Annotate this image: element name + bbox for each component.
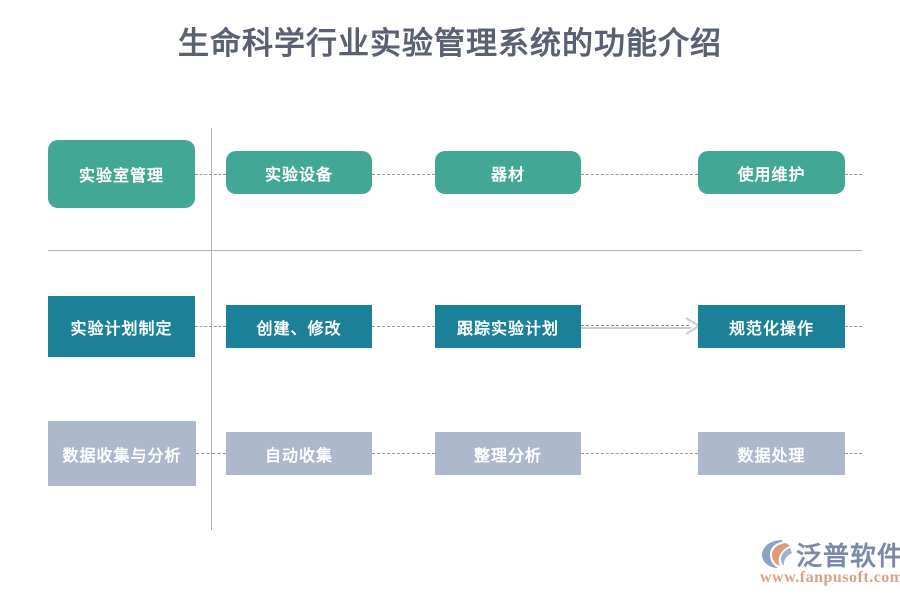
page-title: 生命科学行业实验管理系统的功能介绍 [178, 26, 722, 61]
connector-row1-seg1 [195, 174, 226, 175]
connector-row2-seg4 [845, 326, 862, 327]
node-create-modify[interactable]: 创建、修改 [226, 305, 372, 348]
node-usage-maintenance[interactable]: 使用维护 [698, 151, 845, 194]
node-data-processing[interactable]: 数据处理 [698, 432, 845, 475]
vertical-divider [211, 128, 212, 530]
fanpu-logo-icon [760, 538, 794, 570]
connector-row3-seg2 [372, 453, 435, 454]
connector-row1-seg2 [372, 174, 435, 175]
connector-row1-seg3 [581, 174, 698, 175]
node-laboratory-management[interactable]: 实验室管理 [48, 140, 195, 208]
connector-row3-seg4 [845, 453, 862, 454]
node-automatic-collection[interactable]: 自动收集 [226, 432, 372, 475]
connector-row3-seg3 [581, 453, 698, 454]
connector-row1-seg4 [845, 174, 862, 175]
node-track-experiment-plan[interactable]: 跟踪实验计划 [435, 305, 581, 348]
node-experiment-plan-formulation[interactable]: 实验计划制定 [48, 296, 195, 357]
brand-watermark: 泛普软件 www.fanpusoft.com [760, 536, 900, 592]
connector-row2-seg1 [195, 326, 226, 327]
brand-name: 泛普软件 [796, 542, 900, 571]
node-organize-analyze[interactable]: 整理分析 [435, 432, 581, 475]
node-experiment-equipment[interactable]: 实验设备 [226, 151, 372, 194]
arrow-shaft [581, 327, 691, 329]
horizontal-divider [48, 250, 862, 251]
node-apparatus[interactable]: 器材 [435, 151, 581, 194]
connector-row2-seg2 [372, 326, 435, 327]
node-data-collection-analysis[interactable]: 数据收集与分析 [48, 421, 196, 486]
brand-url: www.fanpusoft.com [760, 569, 900, 586]
node-standardized-operation[interactable]: 规范化操作 [698, 305, 845, 348]
connector-row3-seg1 [196, 453, 226, 454]
arrow-shaft-dash [581, 325, 689, 326]
